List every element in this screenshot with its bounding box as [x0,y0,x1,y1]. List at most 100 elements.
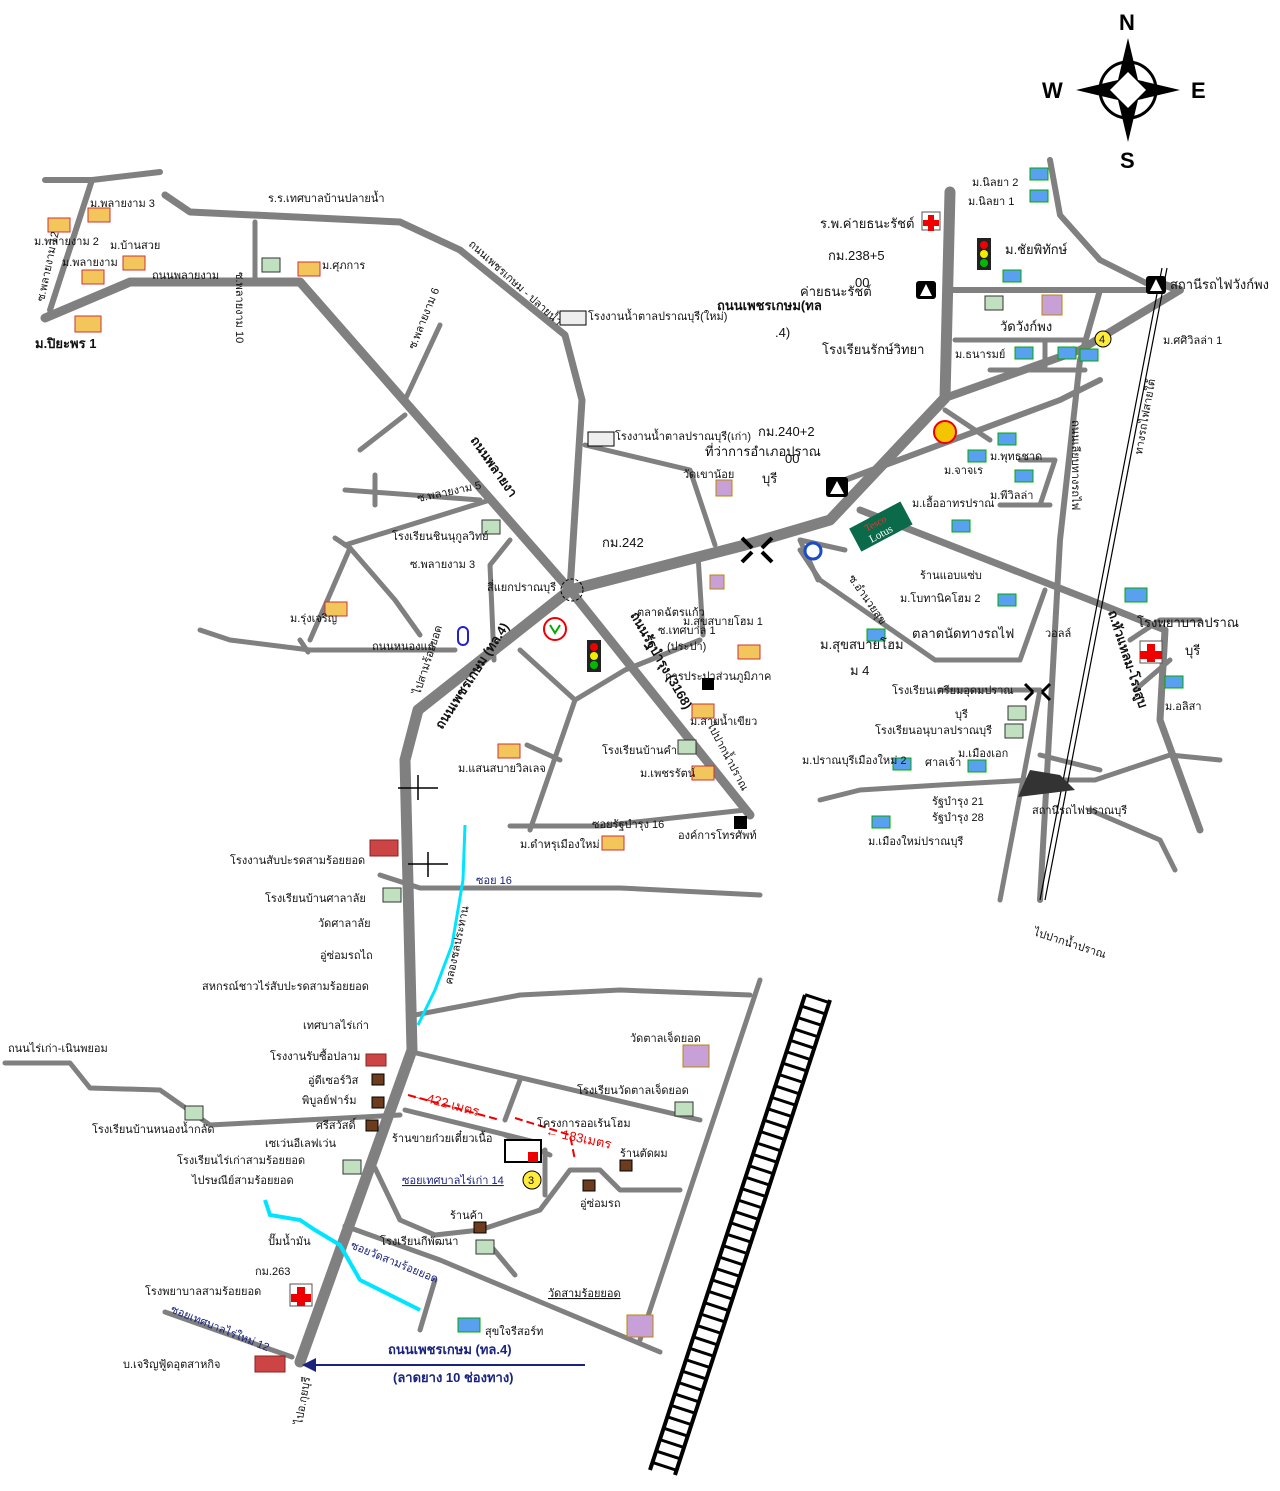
hospital-icon [289,1283,313,1307]
label-m-botanic: ม.โบทานิคโฮม 2 [900,591,981,605]
map-shape [184,1105,204,1121]
label-soi12: ซอยเทศบาลไร่ใหม่ 12 [169,1303,271,1354]
road [409,1049,703,1123]
map-shape [601,835,625,851]
map-shape [1014,346,1034,360]
map-shape [254,1355,286,1373]
label-road-phet-tl4: ถนนเพชรเกษม (ทล.4) [432,620,512,732]
label-wat-salalai: วัดศาลาลัย [318,918,371,930]
landmark-triangle-icon [826,477,848,497]
label-road-nongkae: ถนนหนองแก [372,641,434,653]
label-m-thanarom: ม.ธนารมย์ [955,348,1005,361]
hospital-icon [921,211,941,231]
map-shape [81,269,105,285]
map-shape [1079,348,1099,362]
map-shape [590,643,598,651]
label-soi-phlaingam6: ซ.พลายงาม 6 [407,286,443,351]
label-shop-k: ร้านค้า [450,1210,483,1222]
road-nongkae [197,627,458,653]
label-shop-aep: ร้านแอบแซ่บ [920,570,982,582]
map-shape [967,449,987,463]
map-shape [365,1053,387,1067]
label-market-train: ตลาดนัดทางรถไฟ [912,626,1014,641]
map-shape [737,644,761,660]
map-shape [47,217,71,233]
map-shape [475,1239,495,1255]
label-factory-buy: โรงงานรับซื้อปลาม [270,1048,360,1063]
map-shape [543,617,567,641]
label-km238: กม.238+5 [828,248,885,263]
road [162,1309,295,1360]
label-m-suksabai1: ม.สุขสบายโฮม 1 [683,614,763,628]
label-factory-pineapple: โรงงานสับปะรดสามร้อยยอด [230,853,365,867]
sugar-factory-icon [559,310,615,447]
road-phlainga [40,277,755,820]
label-school-salalai: โรงเรียนบ้านศาลาลัย [265,891,366,905]
label-road-phet-top-b: .4) [775,325,790,340]
map-shape [715,479,733,497]
label-m-phlaingam3: ม.พลายงาม 3 [90,198,155,210]
map-shape [1150,279,1162,291]
label-post: ไปรษณีย์สามร้อยยอด [191,1174,294,1187]
map-shape [673,999,832,1476]
site-building-icon [504,1139,542,1163]
interchange-icon [1023,682,1052,702]
label-tot: องค์การโทรศัพท์ [678,828,757,842]
label-garage: อู่ซ่อมรถ [580,1198,621,1210]
road [1037,752,1103,773]
label-m-phlaingam2: ม.พลายงาม 2 [34,236,99,248]
map-shape [1004,723,1024,739]
distance-guide [302,1094,585,1372]
marker-3-label: 3 [528,1175,534,1187]
label-soi14: ซอยเทศบาลไร่เก่า 14 [402,1174,504,1187]
label-road-niamtang: ถนนเลียบทางรถไฟ [1069,420,1082,510]
label-m-uea: ม.เอื้ออาทรปราณ [912,495,995,510]
label-school-nongnamklat: โรงเรียนบ้านหนองน้ำกลัด [92,1121,215,1136]
map-shape [702,678,714,690]
map-shape [1124,587,1148,603]
label-phibun: พิบูลย์ฟาร์ม [302,1094,357,1107]
map-shape [514,1117,576,1161]
map-shape [1018,770,1075,797]
label-road-bottom2: (ลาดยาง 10 ช่องทาง) [393,1370,514,1385]
road [42,169,163,183]
label-m-phetcharat: ม.เพชรรัตน์ [640,767,696,780]
map-shape [674,1101,694,1117]
bank-icon [543,617,567,641]
label-m-chaiphithak: ม.ชัยพิทักษ์ [1005,242,1068,257]
map-shape [1029,189,1049,203]
school-icon [184,257,1027,1255]
label-m-bansuai: ม.บ้านสวย [110,240,160,252]
bridge-icon [398,775,448,877]
label-siyaek: สี่แยกปราณบุรี [487,579,556,594]
road [347,545,423,638]
label-soi16: ซอย 16 [476,875,512,887]
label-wat-wangphong: วัดวังก์พง [1000,319,1052,334]
label-road-phet-plainam: ถนนเพชรเกษม - ปลายน้ำ [466,236,566,328]
label-km263: กม.263 [255,1266,290,1278]
map-shape [549,624,561,635]
arrowhead-icon [302,1358,316,1372]
map-shape [980,241,988,249]
map-shape [1002,269,1022,283]
label-walle: วอลล์ [1045,627,1071,640]
road [357,412,408,453]
map-shape [1057,346,1077,360]
map-shape [967,759,987,773]
map-shape [371,1096,385,1109]
label-m-piyaphon: ม.ปิยะพร 1 [35,336,96,351]
label-m-suksabai4: ม.สุขสบายโฮม [820,637,904,653]
map-shape [984,295,1004,311]
map-shape [587,431,615,447]
road [412,987,753,1018]
road-phetkasem [294,186,956,1368]
road [842,377,1103,483]
map-shape [980,259,988,267]
label-garage-tractor: อู่ซ่อมรถไถ [320,949,373,962]
marker-4-label: 4 [1099,334,1105,346]
label-km240: กม.240+2 [758,424,815,439]
factory-icon [254,839,399,1373]
label-to-paknam2: ไปปากน้ำปราณ [1031,923,1108,961]
label-soi28: รัฐบำรุง 28 [932,812,984,824]
